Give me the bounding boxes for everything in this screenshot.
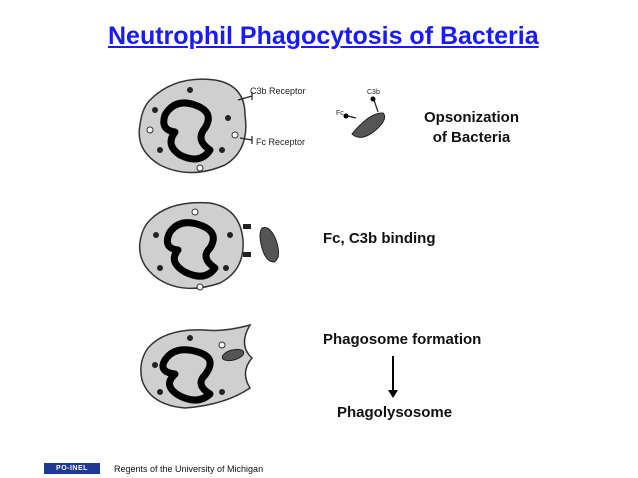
fc-label: Fc: [336, 110, 344, 117]
copyright-credit: Regents of the University of Michigan: [114, 464, 264, 474]
step-phagosome: Phagosome formation: [323, 331, 482, 348]
opsonized-bacterium: [343, 96, 386, 138]
step-binding: Fc, C3b binding: [323, 230, 436, 247]
neutrophil-cell-1: [138, 78, 253, 174]
neutrophil-cell-3: [140, 323, 254, 409]
fc-receptor-label: Fc Receptor: [256, 137, 306, 147]
institution-badge: PO-INEL: [44, 463, 100, 474]
step-opsonization: Opsonization of Bacteria: [424, 109, 519, 146]
down-arrow-icon: [388, 356, 398, 398]
neutrophil-cell-2: [138, 201, 280, 291]
c3b-receptor-label: C3b Receptor: [250, 86, 306, 96]
step-phagolysosome: Phagolysosome: [337, 404, 453, 421]
c3b-label: C3b: [367, 89, 380, 96]
page-title: Neutrophil Phagocytosis of Bacteria: [108, 22, 539, 50]
